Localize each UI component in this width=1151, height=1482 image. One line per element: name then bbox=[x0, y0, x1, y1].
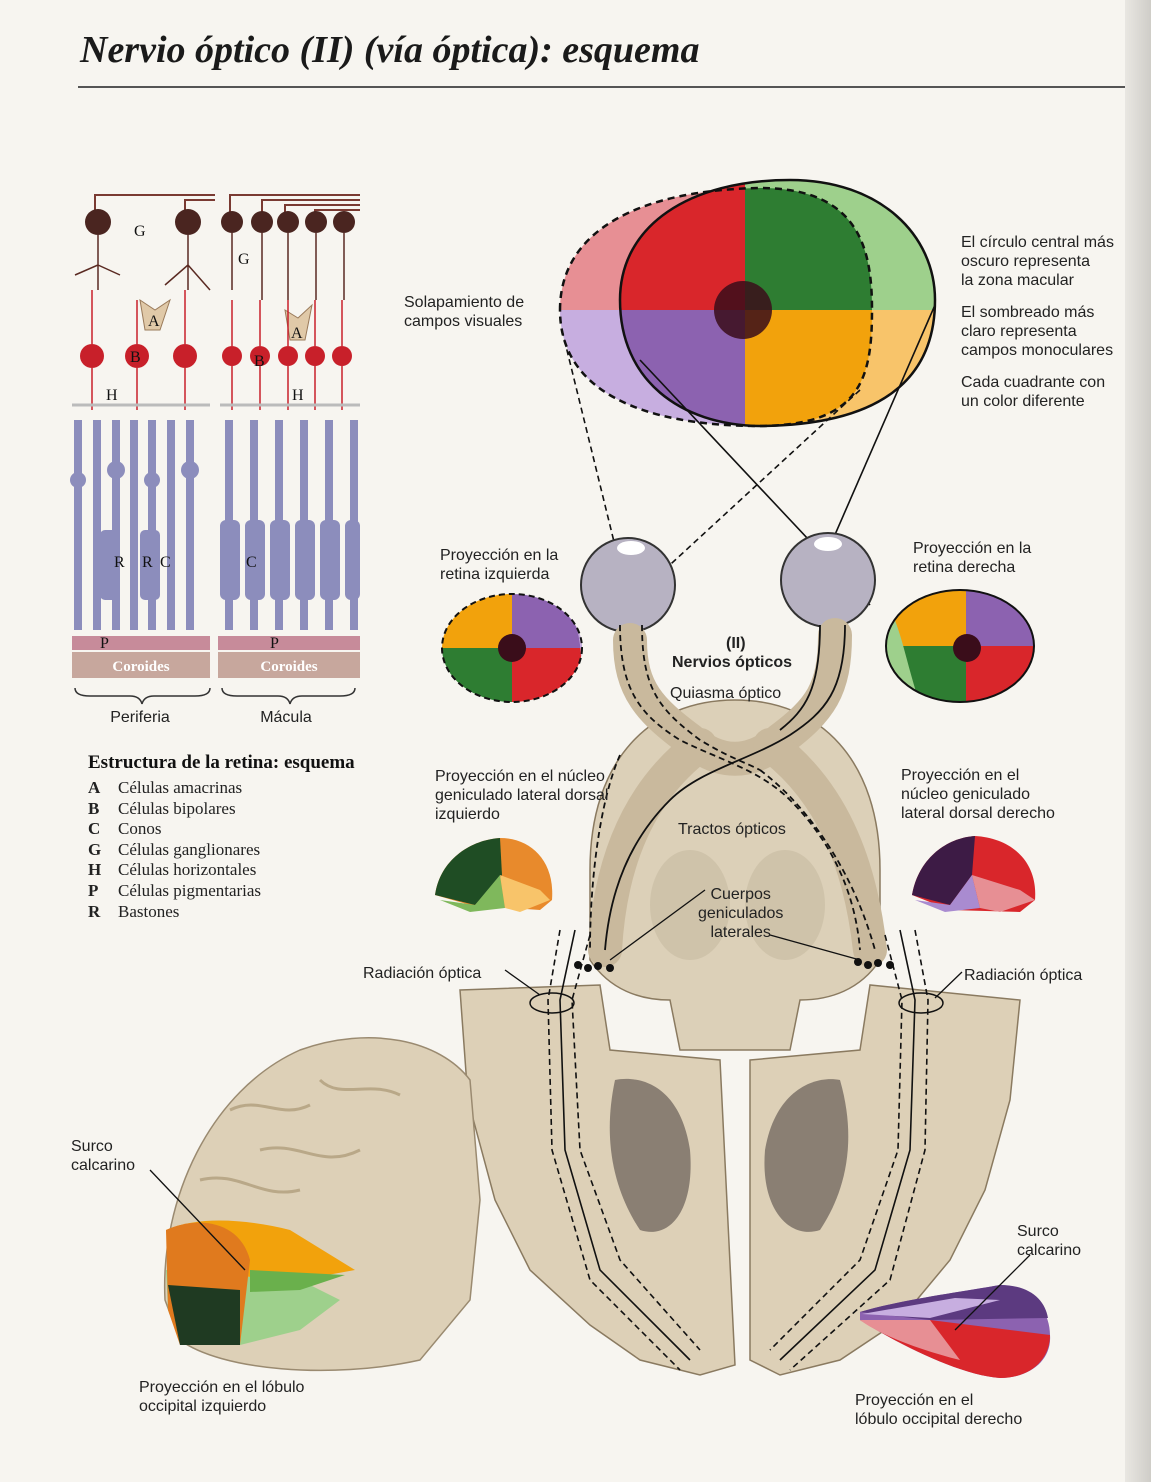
left-hemisphere-medial bbox=[163, 1037, 481, 1372]
ganglion-cells bbox=[85, 209, 355, 235]
retina-label-c2: C bbox=[246, 554, 257, 571]
macula-label: Mácula bbox=[260, 709, 312, 726]
retina-label-b1: B bbox=[130, 349, 141, 366]
retina-label-g1: G bbox=[134, 223, 146, 240]
legend-title: Estructura de la retina: esquema bbox=[88, 752, 355, 773]
retina-label-a1: A bbox=[148, 313, 160, 330]
coroides-label-1: Coroides bbox=[112, 659, 169, 675]
eyes bbox=[580, 532, 876, 633]
visual-field-overlap bbox=[558, 178, 937, 428]
label-nervios-num: (II) bbox=[726, 635, 746, 652]
label-nervios-opticos: Nervios ópticos bbox=[672, 654, 793, 671]
lgn-projection-left bbox=[435, 838, 553, 912]
label-proy-ngl-der: Proyección en el núcleo geniculado later… bbox=[901, 767, 1055, 822]
label-proy-ngl-izq: Proyección en el núcleo geniculado later… bbox=[435, 768, 609, 823]
right-occipital-projection bbox=[860, 1285, 1051, 1378]
label-quiasma: Quiasma óptico bbox=[670, 685, 782, 702]
label-proy-occ-der: Proyección en el lóbulo occipital derech… bbox=[855, 1392, 1023, 1428]
periferia-label: Periferia bbox=[110, 709, 170, 726]
label-cuadrante: Cada cuadrante con un color diferente bbox=[961, 374, 1106, 410]
coroides-label-2: Coroides bbox=[260, 659, 317, 675]
label-circulo-central: El círculo central más oscuro representa… bbox=[961, 234, 1114, 289]
retina-label-r2: R bbox=[142, 554, 153, 571]
label-proy-retina-der: Proyección en la retina derecha bbox=[913, 540, 1032, 576]
label-radiacion-der: Radiación óptica bbox=[964, 967, 1083, 984]
lgn-projection-right bbox=[912, 836, 1036, 912]
retina-label-r1: R bbox=[114, 554, 125, 571]
label-cuerpos-geniculados: Cuerpos geniculados laterales bbox=[698, 886, 784, 941]
retina-label-h2: H bbox=[292, 387, 304, 404]
label-tractos: Tractos ópticos bbox=[678, 821, 786, 838]
retina-label-g2: G bbox=[238, 251, 250, 268]
label-proy-retina-izq: Proyección en la retina izquierda bbox=[440, 547, 559, 583]
title-rule bbox=[78, 86, 1130, 88]
label-proy-occ-izq: Proyección en el lóbulo occipital izquie… bbox=[139, 1379, 305, 1415]
retina-projection-right bbox=[885, 589, 1035, 703]
retina-label-p1: P bbox=[100, 635, 109, 652]
label-solapamiento: Solapamiento de campos visuales bbox=[404, 294, 525, 330]
label-surco-izq: Surco calcarino bbox=[71, 1138, 136, 1174]
page-title: Nervio óptico (II) (vía óptica): esquema bbox=[80, 29, 700, 71]
label-radiacion-izq: Radiación óptica bbox=[363, 965, 482, 982]
label-sombreado: El sombreado más claro representa campos… bbox=[961, 304, 1114, 359]
retina-projection-left bbox=[441, 593, 583, 703]
retina-schematic: G G A A B B H H R R C C P P Coroides Cor… bbox=[70, 194, 360, 726]
retina-label-a2: A bbox=[291, 325, 303, 342]
page-edge bbox=[1125, 0, 1151, 1482]
retina-label-b2: B bbox=[254, 353, 265, 370]
photoreceptors bbox=[70, 420, 360, 630]
retina-label-c1: C bbox=[160, 554, 171, 571]
retina-label-h1: H bbox=[106, 387, 118, 404]
retina-label-p2: P bbox=[270, 635, 279, 652]
bipolar-cells bbox=[80, 344, 352, 368]
label-surco-der: Surco calcarino bbox=[1017, 1223, 1082, 1259]
